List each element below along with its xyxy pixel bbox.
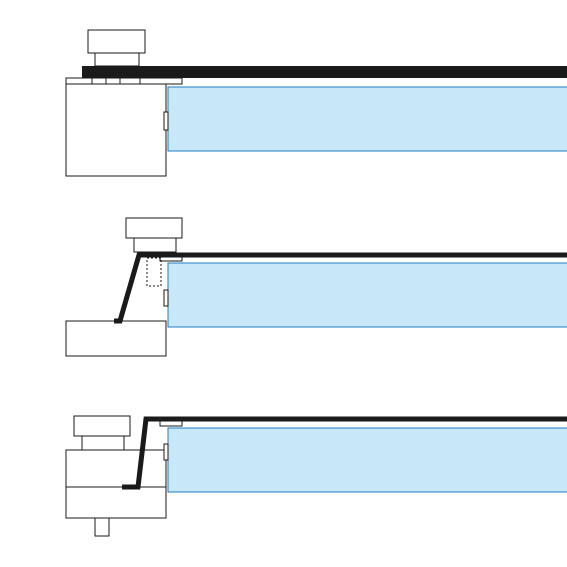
panel-1-strip (82, 66, 567, 78)
panel-3-side-tab (163, 443, 169, 461)
panel-3 (65, 415, 567, 537)
panel-3-support-block (65, 449, 167, 519)
panel-1-side-tab (163, 111, 169, 131)
panel-1-holder-mid (105, 77, 121, 85)
panel-2-clamp-neck (133, 237, 177, 253)
panel-1-holder-left (91, 77, 107, 85)
panel-2 (65, 217, 567, 357)
panel-2-hidden-piece (146, 257, 162, 287)
panel-3-glass (167, 427, 567, 493)
panel-1-clamp-neck (94, 52, 140, 67)
panel-3-clamp-neck (81, 435, 125, 451)
panel-1 (65, 29, 567, 177)
panel-3-clamp-cap (73, 415, 131, 437)
panel-2-support-block (65, 320, 167, 357)
panel-1-holder-right (119, 77, 141, 85)
panel-3-strip (122, 416, 567, 490)
panel-3-bottom-stub (94, 517, 110, 537)
panel-1-support-block (65, 77, 167, 177)
panel-1-glass (167, 86, 567, 152)
panel-2-glass (167, 262, 567, 328)
panel-2-clamp-cap (125, 217, 183, 239)
panel-1-clamp-cap (87, 29, 146, 54)
panel-2-side-tab (163, 289, 169, 307)
panel-2-strip (114, 252, 567, 324)
